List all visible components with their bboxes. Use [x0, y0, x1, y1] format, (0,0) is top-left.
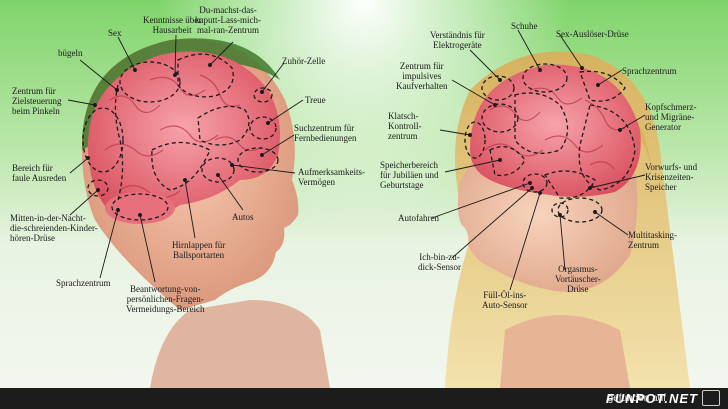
label-sprachzentrum-female: Sprachzentrum	[622, 66, 677, 76]
male-leader-lines	[67, 34, 304, 283]
label-vorwurf-krisen: Vorwurfs- und Krisenzeiten- Speicher	[645, 162, 698, 192]
label-beantwortung-fragen: Beantwortung-von- persönlichen-Fragen- V…	[126, 284, 205, 314]
label-speicher-jubilaeen: Speicherbereich für Jubiläen und Geburts…	[380, 160, 439, 190]
label-sex-male: Sex	[108, 28, 122, 38]
female-brain	[464, 63, 641, 223]
label-schuhe: Schuhe	[511, 21, 538, 31]
illustration	[67, 29, 690, 388]
label-aufmerksamkeit: Aufmerksamkeits- Vermögen	[298, 167, 365, 187]
label-fuell-oel-sensor: Füll-Öl-ins- Auto-Sensor	[482, 290, 528, 310]
female-leader-lines	[431, 29, 646, 291]
footer-bar: gefunden auf FUNPOT.NET	[0, 388, 728, 409]
funpot-logo[interactable]: FUNPOT.NET	[605, 391, 698, 406]
label-faule-ausreden: Bereich für faule Ausreden	[12, 163, 67, 183]
label-autos: Autos	[232, 212, 254, 222]
label-klatsch-kontroll: Klatsch- Kontroll- zentrum	[388, 111, 422, 141]
label-zuhoer-zelle: Zuhör-Zelle	[282, 56, 326, 66]
label-sex-ausloeser: Sex-Auslöser-Drüse	[556, 29, 629, 39]
male-brain	[82, 51, 281, 224]
label-orgasmus-druese: Orgasmus- Vortäuscher- Drüse	[555, 264, 601, 294]
label-autofahren: Autofahren	[398, 213, 439, 223]
label-suchzentrum: Suchzentrum für Fernbedienungen	[294, 123, 357, 143]
label-du-machst-das-kaputt: Du-machst-das- kaputt-Lass-mich- mal-ran…	[195, 5, 261, 35]
label-mitten-in-der-nacht: Mitten-in-der-Nacht- die-schreienden-Kin…	[10, 213, 98, 243]
label-bugeln: bügeln	[58, 48, 83, 58]
footer-prefix: gefunden auf	[607, 393, 666, 404]
label-zielsteuerung: Zentrum für Zielsteuerung beim Pinkeln	[12, 86, 62, 116]
logo-icon	[702, 390, 720, 406]
label-treue: Treue	[305, 95, 326, 105]
label-impulsives-kaufen: Zentrum für impulsives Kaufverhalten	[396, 61, 448, 91]
label-ich-bin-zu-dick: Ich-bin-zu- dick-Sensor	[418, 252, 461, 272]
label-kenntnisse-hausarbeit: Kenntnisse über Hausarbeit	[143, 15, 202, 35]
label-sprachzentrum-male: Sprachzentrum	[56, 278, 111, 288]
label-verstaendnis-elektro: Verständnis für Elektrogeräte	[430, 30, 485, 50]
label-hirnlappen-ballsport: Hirnlappen für Ballsportarten	[172, 240, 226, 260]
label-kopfschmerz-generator: Kopfschmerz- und Migräne- Generator	[645, 102, 697, 132]
label-multitasking: Multitasking- Zentrum	[628, 230, 677, 250]
